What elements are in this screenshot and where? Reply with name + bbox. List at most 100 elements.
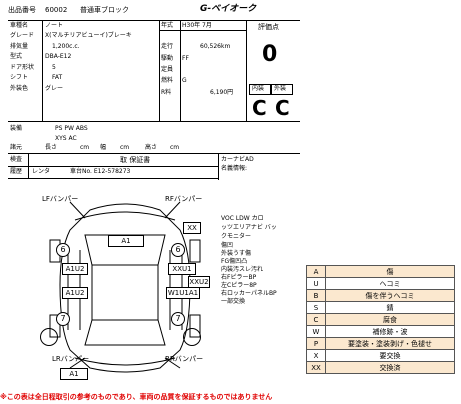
color-value: グレー xyxy=(45,85,64,92)
rf-bumper-label: RFバンパー xyxy=(165,195,203,203)
legend-desc: 要塗装・塗装剥げ・色褪せ xyxy=(325,337,455,350)
grade-value: X(マルチリアビューイ)ブレーキ xyxy=(45,32,132,39)
dims-height: 高さ xyxy=(145,144,158,151)
exterior-label: 外装 xyxy=(274,85,287,92)
legend-code: A xyxy=(306,265,326,278)
car-name-label: 車種名 xyxy=(10,22,29,29)
remark-11: 一部交換 xyxy=(221,298,246,305)
history-label: 履歴 xyxy=(10,168,23,175)
recycle-label: R料 xyxy=(161,89,172,96)
rear-left-tire-circle xyxy=(40,328,58,346)
drive-label: 駆動 xyxy=(161,55,174,62)
car-name-value: ノート xyxy=(45,22,64,29)
remark-2: ッツエリアナビ バッ xyxy=(221,224,277,231)
dims-unit-3: cm xyxy=(170,144,180,151)
remark-8: 右FピラーBP xyxy=(221,274,257,281)
legend-code: U xyxy=(306,277,326,290)
fuel-label: 燃料 xyxy=(161,77,174,84)
car-nav: カーナビAD xyxy=(221,156,254,163)
legend-desc: 補修跡・波 xyxy=(325,325,455,338)
history-value: レンタ xyxy=(32,168,51,175)
rear-right-circle: 7 xyxy=(171,312,185,326)
exterior-score: C xyxy=(275,96,290,120)
doors-value: 5 xyxy=(52,64,56,71)
legend-desc: 傷を伴うヘコミ xyxy=(325,289,455,302)
warranty-text: 取 保証書 xyxy=(120,156,151,164)
footer-disclaimer: ※この表は全日程取引の参考のものであり、車両の品質を保証するものではありません xyxy=(0,393,273,401)
legend-code: X xyxy=(306,349,326,362)
dims-unit-2: cm xyxy=(120,144,130,151)
brand-logo: G-ベイオーク xyxy=(200,4,257,14)
rr-bumper-label: RRバンパー xyxy=(165,355,204,363)
legend-desc: 腐食 xyxy=(325,313,455,326)
remark-6: FG傷凹凸 xyxy=(221,258,248,265)
legend-desc: 交換済 xyxy=(325,361,455,374)
year-value: H30年 7月 xyxy=(182,22,212,29)
interior-score: C xyxy=(252,96,267,120)
left-lower-label: A1U2 xyxy=(62,287,88,299)
displacement-value: 1,200c.c. xyxy=(52,43,80,50)
mileage-label: 走行 xyxy=(161,43,174,50)
displacement-label: 排気量 xyxy=(10,43,29,50)
left-upper-label: A1U2 xyxy=(62,263,88,275)
right-upper-label: XXU1 xyxy=(168,263,196,275)
legend-desc: 傷 xyxy=(325,265,455,278)
remark-4: 傷凹 xyxy=(221,242,234,249)
eval-score: 0 xyxy=(262,42,278,67)
grade-label: グレード xyxy=(10,32,35,39)
legend-desc: 錆 xyxy=(325,301,455,314)
remark-5: 外装うす傷 xyxy=(221,250,252,257)
right-lower-label: W1U1A1 xyxy=(166,287,200,299)
lot-label: 出品番号 xyxy=(8,6,36,14)
dims-width: 幅 xyxy=(100,144,107,151)
drive-value: FF xyxy=(182,55,189,62)
equipment-line1: PS PW ABS xyxy=(55,125,88,132)
car-diagram xyxy=(49,201,201,373)
legend-desc: 要交換 xyxy=(325,349,455,362)
doors-label: ドア形状 xyxy=(10,64,35,71)
interior-label: 内装 xyxy=(252,85,265,92)
equipment-label: 装備 xyxy=(10,125,23,132)
shift-value: FAT xyxy=(52,74,63,81)
model-label: 型式 xyxy=(10,53,23,60)
lr-bumper-label: LRバンパー xyxy=(52,355,90,363)
rear-left-circle: 7 xyxy=(56,312,70,326)
eval-label: 評価点 xyxy=(258,23,279,31)
remark-10: 右ロッカーパネルBP xyxy=(221,290,277,297)
model-value: DBA-E12 xyxy=(45,53,72,60)
equipment-line2: XYS AC xyxy=(55,135,77,142)
vin-value: 車台No. E12-578273 xyxy=(70,168,131,175)
legend-code: P xyxy=(306,337,326,350)
lot-number: 60002 xyxy=(45,6,68,14)
remark-1: VOC LDW カロ xyxy=(221,215,264,222)
mileage-value: 60,526km xyxy=(200,43,231,50)
legend-code: W xyxy=(306,325,326,338)
lf-bumper-label: LFバンパー xyxy=(42,195,79,203)
legend-code: S xyxy=(306,301,326,314)
inspection-label: 検査 xyxy=(10,156,23,163)
fuel-value: G xyxy=(182,77,187,84)
remark-7: 内装汚スレ汚れ xyxy=(221,266,264,273)
notes-label: 名義情報: xyxy=(221,165,248,172)
dims-length: 長さ xyxy=(45,144,58,151)
remark-9: 左Cピラー8P xyxy=(221,282,257,289)
year-label: 年式 xyxy=(161,22,174,29)
front-center-label: A1 xyxy=(108,235,144,247)
front-left-circle: 6 xyxy=(56,243,70,257)
color-label: 外装色 xyxy=(10,85,29,92)
legend-code: XX xyxy=(306,361,326,374)
dims-unit-1: cm xyxy=(80,144,90,151)
legend-code: B xyxy=(306,289,326,302)
auction-name: 普通車ブロック xyxy=(80,6,129,14)
dims-label: 諸元 xyxy=(10,144,23,151)
